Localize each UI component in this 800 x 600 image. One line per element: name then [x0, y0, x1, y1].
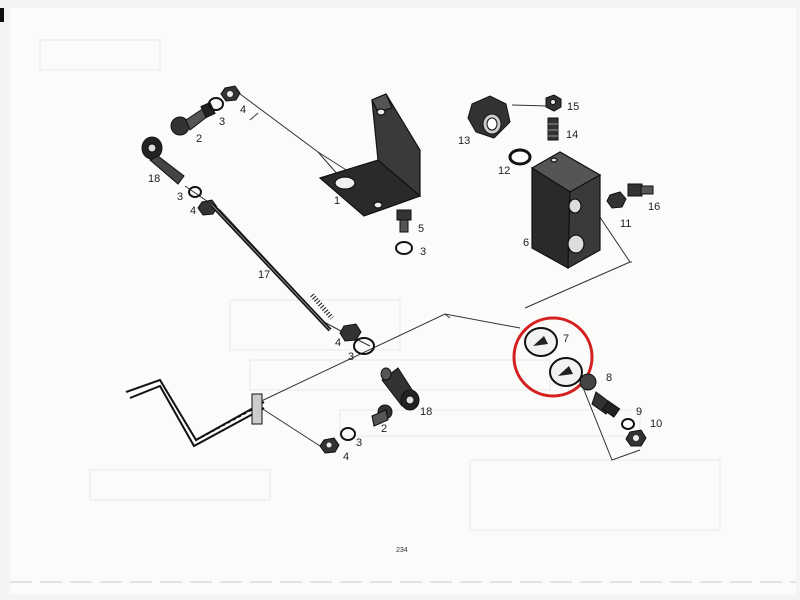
part-bolt-block [627, 183, 654, 197]
callout-11: 11 [620, 218, 631, 230]
callout-16: 16 [648, 201, 660, 213]
callout-3-d: 3 [348, 351, 354, 363]
callout-8: 8 [606, 372, 612, 384]
part-nut-block [606, 191, 627, 209]
part-washer-upper [208, 97, 224, 111]
part-washer-bolt [395, 241, 413, 255]
part-washer-rod [188, 186, 202, 198]
part-washer-banjo [621, 418, 635, 430]
callout-15: 15 [567, 101, 579, 113]
part-set-screw [547, 117, 559, 141]
part-washer-lower [340, 427, 356, 441]
part-nut-lower-hole [326, 442, 332, 448]
callout-3-a: 3 [219, 116, 225, 128]
callout-9: 9 [636, 406, 642, 418]
part-cap-nut [545, 94, 562, 112]
callout-3-e: 3 [356, 437, 362, 449]
part-bent-lever [125, 378, 265, 448]
callout-6: 6 [523, 237, 529, 249]
part-banjo-bolt [579, 373, 621, 418]
part-nut-upper [220, 85, 241, 102]
callout-labels: 1 2 2 3 3 3 3 3 4 4 4 4 5 6 7 8 9 10 11 … [148, 101, 662, 463]
part-bolt-small [396, 209, 412, 233]
callout-4-c: 4 [335, 337, 341, 349]
part-ball-stud-upper [170, 101, 216, 136]
callout-18-lower: 18 [420, 406, 432, 418]
part-nut-rod [197, 199, 218, 216]
callout-7: 7 [563, 333, 569, 345]
part-washer-large [508, 148, 532, 166]
part-rod-end-lower [380, 367, 420, 411]
callout-13: 13 [458, 135, 470, 147]
part-union-nut [467, 95, 511, 139]
callout-3-c: 3 [420, 246, 426, 258]
page-number: 234 [396, 547, 408, 554]
callout-10: 10 [650, 418, 662, 430]
callout-3-b: 3 [177, 191, 183, 203]
paper-sheet [10, 8, 796, 594]
part-sealing-washers [524, 327, 583, 387]
part-nut-banjo-hole [633, 435, 639, 441]
callout-4-b: 4 [190, 205, 196, 217]
callout-5: 5 [418, 223, 424, 235]
callout-4-a: 4 [240, 104, 246, 116]
part-link-rod [210, 203, 334, 332]
callout-1: 1 [334, 195, 340, 207]
callout-18-upper: 18 [148, 173, 160, 185]
part-rod-end-upper [141, 136, 185, 185]
callout-2-upper: 2 [196, 133, 202, 145]
part-valve-block [530, 151, 602, 270]
callout-4-d: 4 [343, 451, 349, 463]
callout-17: 17 [258, 269, 270, 281]
part-ball-stud-lower [371, 404, 393, 427]
part-bracket [318, 93, 422, 217]
highlight-circle [512, 316, 594, 398]
callout-2-lower: 2 [381, 423, 387, 435]
scan-edge-mark [0, 8, 4, 22]
callout-12: 12 [498, 165, 510, 177]
part-washer-rod-lower [353, 337, 375, 355]
callout-14: 14 [566, 129, 578, 141]
